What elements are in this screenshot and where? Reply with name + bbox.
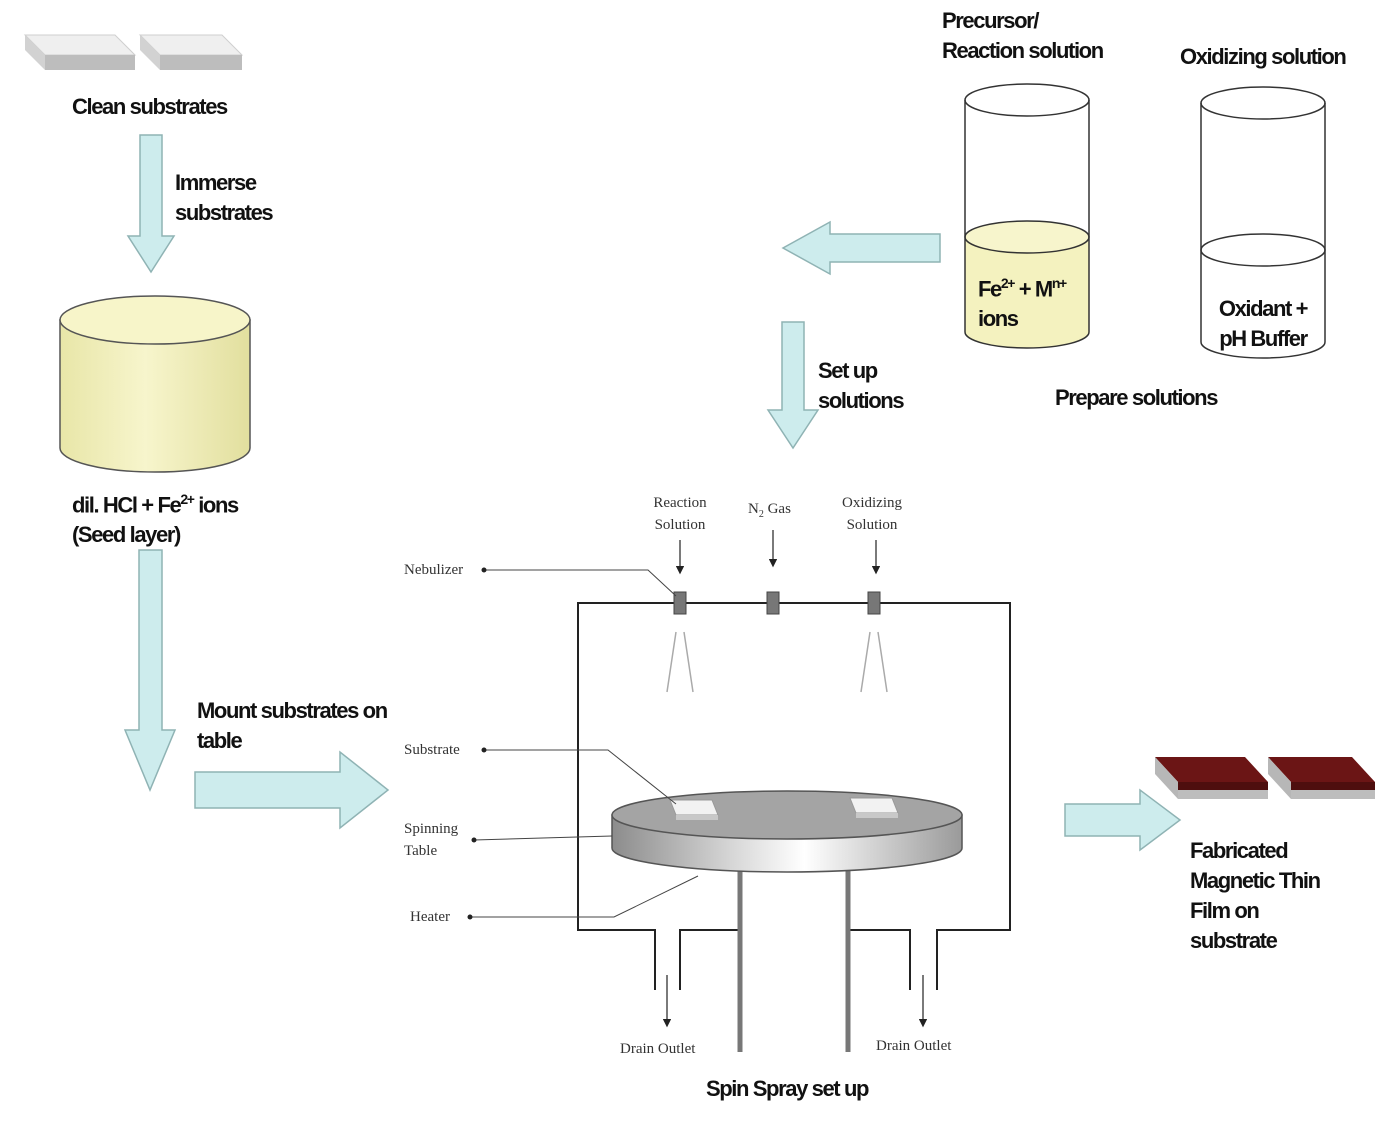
spinning-table-line1: Spinning [404,821,459,837]
spinning-table-label: Spinning Table [404,818,458,862]
oxidizing-contents-line1: Oxidant + [1218,296,1309,321]
fabricated-line1: Fabricated [1190,838,1289,863]
inlet-reaction-line2: Solution [654,517,706,533]
spray-cones [666,631,888,693]
spinning-table-icon [611,790,963,873]
spin-spray-title: Spin Spray set up [706,1076,869,1101]
n2-gas-word: Gas [763,501,791,517]
heater-label: Heater [410,909,450,925]
fabricated-line3: Film on [1190,898,1260,923]
oxidizing-contents-line2: pH Buffer [1219,326,1308,351]
nebulizer-label: Nebulizer [404,562,464,578]
inlet-arrows [675,530,881,575]
precursor-contents: Fe2+ + Mn+ ions [978,268,1067,334]
precursor-title-line1: Precursor/ [942,8,1039,33]
inlet-oxidizing-line2: Solution [846,517,898,533]
arrow-mount-substrates [194,750,390,830]
spinning-table-line2: Table [404,843,438,859]
nebulizer-nozzles [673,591,881,615]
setup-label-line2: solutions [818,388,905,413]
inlet-n2-gas: N2 Gas [748,498,791,526]
arrow-solutions-left [781,220,941,276]
precursor-fe-charge: 2+ [1000,275,1016,291]
substrate-label: Substrate [404,742,460,758]
precursor-fe: Fe [978,276,1002,302]
mount-substrates-label: Mount substrates on table [197,696,388,756]
oxidizing-beaker-icon [1200,86,1326,359]
oxidizing-contents: Oxidant + pH Buffer [1203,294,1323,354]
drain-arrows [662,975,928,1028]
mount-label-line2: table [197,728,243,753]
precursor-title-line2: Reaction solution [942,38,1104,63]
table-shafts [737,865,851,1052]
immerse-label-line1: Immerse [175,170,257,195]
inlet-reaction-solution: Reaction Solution [630,492,730,536]
mount-label-line1: Mount substrates on [197,698,388,723]
fabricated-line2: Magnetic Thin [1190,868,1321,893]
precursor-contents-line2: ions [978,306,1019,332]
fabricated-label: Fabricated Magnetic Thin Film on substra… [1190,836,1321,956]
inlet-oxidizing-line1: Oxidizing [842,495,902,511]
arrow-to-mount [123,549,177,792]
prepare-solutions-caption: Prepare solutions [1055,385,1218,410]
seed-bath-label-line2: (Seed layer) [72,522,181,548]
oxidizing-title: Oxidizing solution [1180,44,1347,69]
arrow-to-fabricated [1064,788,1182,852]
seed-bath-label: dil. HCl + Fe2+ ions (Seed layer) [72,484,239,550]
seed-bath-charge: 2+ [180,491,195,507]
clean-substrates-label: Clean substrates [72,94,228,119]
seed-bath-icon [59,295,251,473]
inlet-reaction-line1: Reaction [653,495,707,511]
n2-symbol: N [748,501,759,517]
precursor-contents-line1: Fe2+ + Mn+ [978,268,1067,304]
drain-outlet-right: Drain Outlet [876,1038,952,1054]
fabricated-line4: substrate [1190,928,1278,953]
setup-label-line1: Set up [818,358,878,383]
spin-spray-chamber [577,602,1011,990]
fabricated-film-icon [1155,757,1375,799]
arrow-immerse [126,134,176,274]
precursor-title: Precursor/ Reaction solution [942,6,1104,66]
seed-bath-formula: dil. HCl + Fe [72,492,182,518]
seed-bath-ions: ions [198,492,239,518]
precursor-m: + M [1014,276,1054,302]
leader-lines [470,569,699,918]
setup-solutions-label: Set up solutions [818,356,905,416]
immerse-label: Immerse substrates [175,168,274,228]
drain-outlet-left: Drain Outlet [620,1041,696,1057]
arrow-setup-solutions [766,321,820,450]
precursor-beaker-icon [964,83,1090,349]
n2-subscript: 2 [758,509,764,520]
seed-bath-label-line1: dil. HCl + Fe2+ ions [72,484,239,520]
immerse-label-line2: substrates [175,200,274,225]
clean-substrates-icon [23,34,244,70]
inlet-oxidizing-solution: Oxidizing Solution [822,492,922,536]
precursor-m-charge: n+ [1051,275,1067,291]
leader-dots [467,567,487,920]
